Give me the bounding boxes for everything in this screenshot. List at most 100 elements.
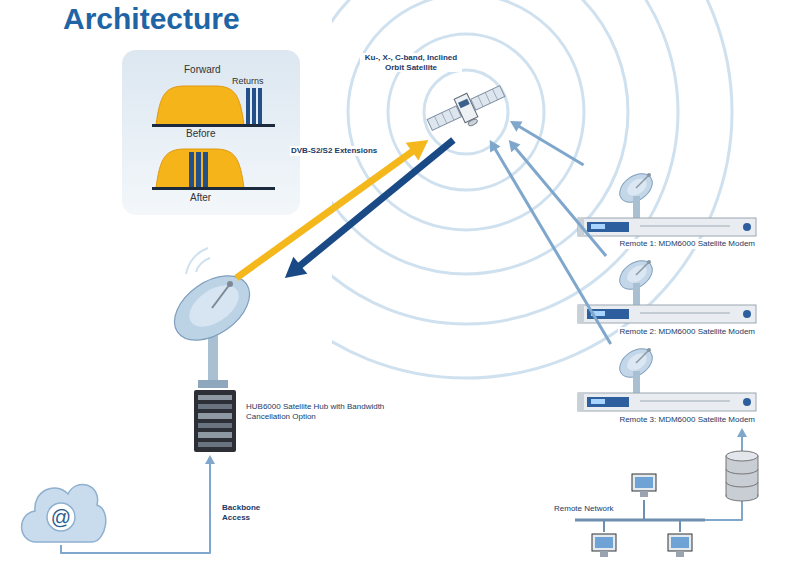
spectrum-inset-part [258, 88, 262, 125]
node-label: Ku-, X-, C-band, Inclined Orbit Satellit… [360, 53, 462, 72]
node-label: Remote 3: MDM6000 Satellite Modem [618, 415, 756, 425]
node-label: Remote 2: MDM6000 Satellite Modem [618, 327, 756, 337]
lan-part [635, 477, 653, 488]
node-label: Remote Network [554, 504, 614, 514]
edge-label: Backbone Access [221, 503, 275, 522]
spectrum-inset-part [152, 187, 275, 190]
satellite-icon-part [434, 116, 439, 127]
connector [61, 455, 215, 553]
remote-unit [578, 343, 756, 411]
spectrum-inset-part [203, 152, 208, 188]
connector-line [514, 147, 606, 256]
satellite-icon-part [485, 92, 490, 103]
spectrum-inset-part [122, 50, 300, 215]
satellite-icon-part [442, 113, 447, 124]
connector [510, 121, 584, 165]
hub-rack-part [198, 404, 232, 409]
node-label: Before [186, 128, 215, 140]
satellite-icon-part [427, 106, 461, 130]
hub-rack-part [194, 390, 236, 452]
remote-modem: Remote 2: MDM6000 Satellite Modem [578, 256, 760, 340]
spectrum-inset [122, 50, 300, 215]
satellite-icon-part [467, 118, 478, 127]
spectrum-inset-part [189, 152, 194, 188]
hub-rack-part [198, 395, 232, 400]
satellite-hub: HUB6000 Satellite Hub with Bandwidth Can… [168, 278, 409, 455]
lan [575, 474, 705, 557]
spectrum-inset-part [156, 86, 244, 125]
lan-part [575, 519, 705, 522]
lan-part [592, 534, 616, 551]
spectrum-inset-part [252, 88, 256, 125]
hub-dish-part [163, 263, 262, 354]
node-label: After [190, 192, 211, 204]
hub-rack [194, 390, 236, 452]
lan-part [643, 500, 645, 520]
internet-cloud: @ [22, 478, 102, 545]
arrowhead [509, 140, 521, 152]
lan-part [595, 537, 613, 548]
node-label: Remote 1: MDM6000 Satellite Modem [618, 239, 756, 249]
edge-label: DVB-S2/S2 Extensions [290, 146, 378, 156]
connector-line [494, 148, 610, 344]
hub-dish-part [198, 380, 228, 388]
spectrum-inset-part [152, 124, 275, 127]
spectrum-inset-part [246, 88, 250, 125]
remote-modem: Remote 1: MDM6000 Satellite Modem [578, 165, 760, 252]
connector-line [297, 140, 453, 268]
database-icon [726, 451, 758, 501]
arrowhead [406, 140, 429, 161]
connector-line [236, 149, 415, 278]
satellite-icon [424, 79, 510, 141]
cloud-symbol: @ [22, 504, 100, 530]
arrowhead [737, 428, 747, 437]
remote-network: Remote Network [550, 465, 705, 570]
node-label: Returns [232, 76, 264, 87]
database-icon-part [726, 482, 758, 487]
hub-dish-part [212, 284, 230, 308]
hub-rack-part [198, 432, 232, 438]
hub-dish-part [182, 277, 246, 335]
signal-rings-part [424, 70, 508, 154]
page-title: Architecture [63, 2, 240, 35]
arrowhead [285, 257, 307, 278]
hub-dish-part [227, 281, 233, 287]
database-icon-part [727, 480, 757, 495]
connector-line [61, 462, 210, 553]
connector-line [518, 126, 584, 165]
satellite: Ku-, X-, C-band, Inclined Orbit Satellit… [360, 48, 510, 140]
satellite-icon-part [471, 86, 505, 110]
lan-part [679, 520, 681, 532]
hub-dish-part [186, 248, 208, 274]
connector [285, 140, 453, 278]
connector [490, 140, 611, 344]
hub-rack-part [198, 442, 232, 447]
hub-dish-part [196, 258, 210, 272]
node-label: Forward [184, 64, 221, 76]
internet-cloud [22, 484, 106, 542]
node-label: HUB6000 Satellite Hub with Bandwidth Can… [245, 402, 407, 421]
satellite-icon-part [449, 109, 454, 120]
satellite-icon-part [478, 96, 483, 107]
spectrum-inset: ForwardReturnsBeforeAfter [122, 50, 300, 215]
lan-part [668, 534, 692, 551]
database-icon-part [726, 469, 758, 474]
database-icon-part [726, 456, 758, 496]
internet-cloud-part [22, 484, 106, 542]
connector [236, 140, 428, 278]
spectrum-inset-part [156, 149, 244, 188]
remote-modem: Remote 3: MDM6000 Satellite Modem [578, 344, 760, 428]
lan-part [600, 551, 608, 557]
arrowhead [490, 140, 501, 153]
satellite-icon-part [492, 89, 497, 100]
lan-part [632, 474, 656, 491]
arrowhead [510, 121, 523, 132]
lan-part [640, 491, 648, 497]
arrowhead [205, 455, 215, 464]
lan-part [603, 520, 605, 532]
database-icon-part [726, 451, 758, 461]
